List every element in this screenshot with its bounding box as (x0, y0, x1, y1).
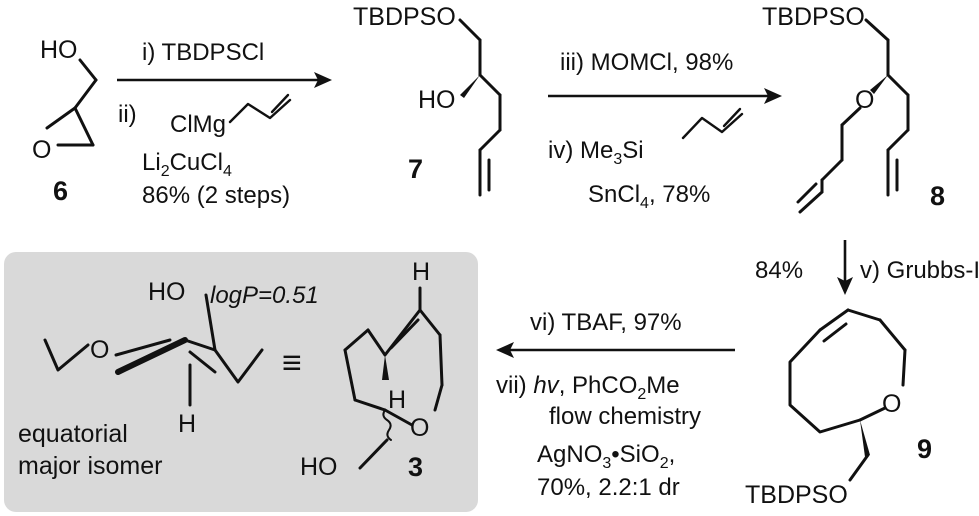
reagent-tbdpscl: i) TBDPSCl (142, 39, 264, 66)
compound-3-number: 3 (408, 452, 423, 482)
compound-7-structure: TBDPSO HO 7 (353, 3, 502, 197)
reagent-tbaf: vi) TBAF, 97% (530, 309, 682, 336)
logp-label: logP=0.51 (210, 282, 319, 309)
compound-8-number: 8 (930, 181, 945, 211)
compound-7-number: 7 (408, 154, 423, 184)
step-4-yield: 70%, 2.2:1 dr (537, 474, 680, 501)
conformer-structure: HO O H (43, 278, 264, 438)
step-3-conditions: 84% v) Grubbs-I (755, 257, 979, 284)
reagent-grubbs: v) Grubbs-I (860, 257, 979, 284)
label-tbdpso-9: TBDPSO (745, 481, 848, 509)
product-highlight-box (4, 252, 478, 512)
reagent-sncl4: SnCl4, 78% (588, 181, 710, 212)
reagent-allyl-tms: iv) Me3Si (548, 137, 644, 168)
compound-9-structure: O TBDPSO 9 (745, 308, 932, 509)
compound-9-number: 9 (917, 434, 932, 464)
step-1-conditions: i) TBDPSCl ii) ClMg Li2CuCl4 86% (2 step… (118, 39, 292, 209)
label-h-3-mid: H (388, 386, 406, 414)
caption-equatorial: equatorial (18, 420, 128, 448)
reagent-momcl: iii) MOMCl, 98% (560, 49, 733, 76)
compound-6-structure: HO O 6 (32, 36, 98, 206)
step-4-conditions: vi) TBAF, 97% vii) hv, PhCO2Me flow chem… (496, 309, 701, 501)
step-2-conditions: iii) MOMCl, 98% iv) Me3Si SnCl4, 78% (548, 49, 744, 212)
reagent-silver: AgNO3•SiO2, (537, 441, 675, 472)
label-tbdpso-7: TBDPSO (353, 3, 456, 31)
arrow-step-4-head (496, 342, 514, 358)
compound-3-structure: H O H HO 3 (300, 258, 444, 482)
label-ho-3: HO (300, 453, 338, 481)
label-tbdpso-8: TBDPSO (762, 3, 865, 31)
step-1-yield: 86% (2 steps) (142, 182, 290, 209)
label-o-9: O (882, 390, 901, 418)
equivalence-symbol: ≡ (282, 344, 302, 382)
caption-major-isomer: major isomer (18, 452, 162, 480)
reagent-ii-prefix: ii) (118, 101, 137, 128)
compound-6-number: 6 (53, 176, 68, 206)
arrow-step-1-head (314, 72, 332, 88)
label-h-conformer: H (178, 410, 196, 438)
reagent-photo: vii) hv, PhCO2Me (496, 372, 680, 403)
step-3-yield: 84% (755, 257, 803, 284)
label-o-conformer: O (90, 336, 109, 364)
label-ho-6: HO (40, 36, 78, 64)
label-ho-7: HO (418, 86, 456, 114)
label-o-3: O (410, 414, 429, 442)
arrow-step-2-head (764, 88, 782, 104)
compound-8-structure: TBDPSO O 8 (762, 3, 945, 214)
flow-chemistry-label: flow chemistry (549, 403, 701, 430)
arrow-step-3-head (837, 277, 853, 295)
label-h-3-top: H (412, 258, 430, 286)
reagent-li2cucl4: Li2CuCl4 (142, 149, 232, 180)
label-o-6: O (32, 136, 51, 164)
label-ho-conformer: HO (148, 278, 186, 306)
reagent-clmg: ClMg (170, 111, 226, 138)
